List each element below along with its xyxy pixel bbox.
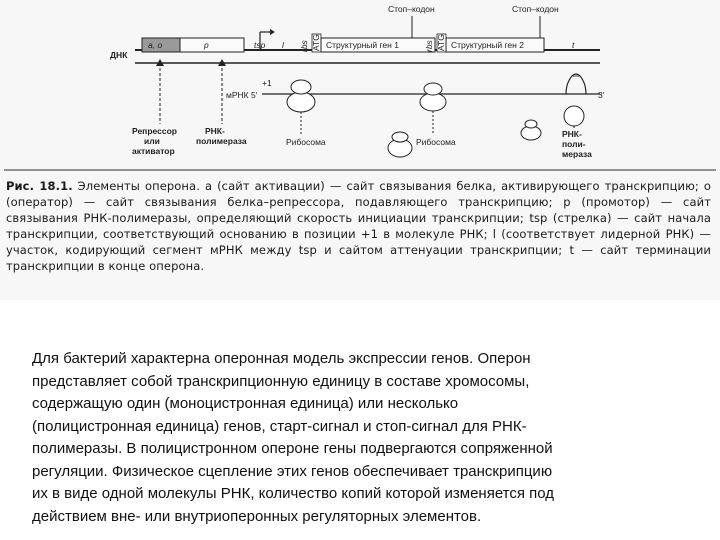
released-rna-polymerase [564,106,584,126]
body-paragraph: Для бактерий характерна оперонная модель… [32,348,660,528]
gene2-label: Структурный ген 2 [451,40,524,50]
ribosome-large-subunit [420,93,446,111]
segment-p-box [180,38,244,52]
mrna-5-label: мРНК 5′ [226,90,258,100]
rna-pol-right-label-line2: поли- [562,139,586,149]
figure-panel: ДНК a, o p tsp l rbs ATG Структурный ген… [0,0,720,300]
atg1-label: ATG [311,34,321,51]
ribosome-1-label: Рибосома [286,137,326,147]
segment-tsp-label: tsp [254,40,266,50]
gene1-label: Структурный ген 1 [326,40,399,50]
figure-caption-text: Элементы оперона. a (сайт активации) — с… [6,179,711,273]
body-line: их в виде одной молекулы РНК, количество… [32,483,660,506]
segment-l-label: l [282,40,285,50]
body-line: представляет собой транскрипционную един… [32,371,660,394]
stop-codon-1-label: Стоп–кодон [388,4,435,14]
segment-p-label: p [203,40,209,50]
repressor-label-line2: или [144,136,160,146]
rna-pol-left-label-line2: полимераза [196,136,247,146]
rbs2-label: rbs [424,39,434,52]
mrna-3-label: 3′ [598,90,605,100]
stop-codon-2-label: Стоп–кодон [512,4,559,14]
body-line: действием вне- или внутриоперонных регул… [32,506,660,529]
rna-polymerase-top [291,80,311,94]
body-line: содержащую один (моноцистронная единица)… [32,393,660,416]
segment-t-label: t [572,40,575,50]
body-line: регуляции. Физическое сцепление этих ген… [32,461,660,484]
tsp-arrow-head [270,29,275,35]
operon-diagram: ДНК a, o p tsp l rbs ATG Структурный ген… [0,0,720,172]
plus-one-label: +1 [262,78,272,88]
free-ribosome-2-small [525,120,537,128]
body-line: (полицистронная единица) генов, старт-си… [32,416,660,439]
repressor-label-line3: активатор [132,146,175,156]
rna-pol-right-label-line1: РНК- [562,129,582,139]
ribosome-2-label: Рибосома [416,137,456,147]
repressor-label-line1: Репрессор [132,126,177,136]
segment-a-o-label: a, o [148,40,162,50]
body-line: Для бактерий характерна оперонная модель… [32,348,660,371]
rbs1-label: rbs [299,39,309,52]
body-line: полимеразы. В полицистронном опероне ген… [32,438,660,461]
figure-caption: Рис. 18.1. Элементы оперона. a (сайт акт… [6,178,711,274]
rna-pol-right-label-line3: мераза [562,149,592,159]
ribosome-small-subunit [424,83,442,95]
figure-number: Рис. 18.1. [6,179,73,193]
terminator-hairpin [566,74,586,94]
atg2-label: ATG [436,34,446,51]
rna-polymerase-shape [287,92,315,112]
dna-label: ДНК [110,50,128,60]
rna-pol-left-label-line1: РНК- [205,126,225,136]
free-ribosome-1-small [392,132,408,142]
